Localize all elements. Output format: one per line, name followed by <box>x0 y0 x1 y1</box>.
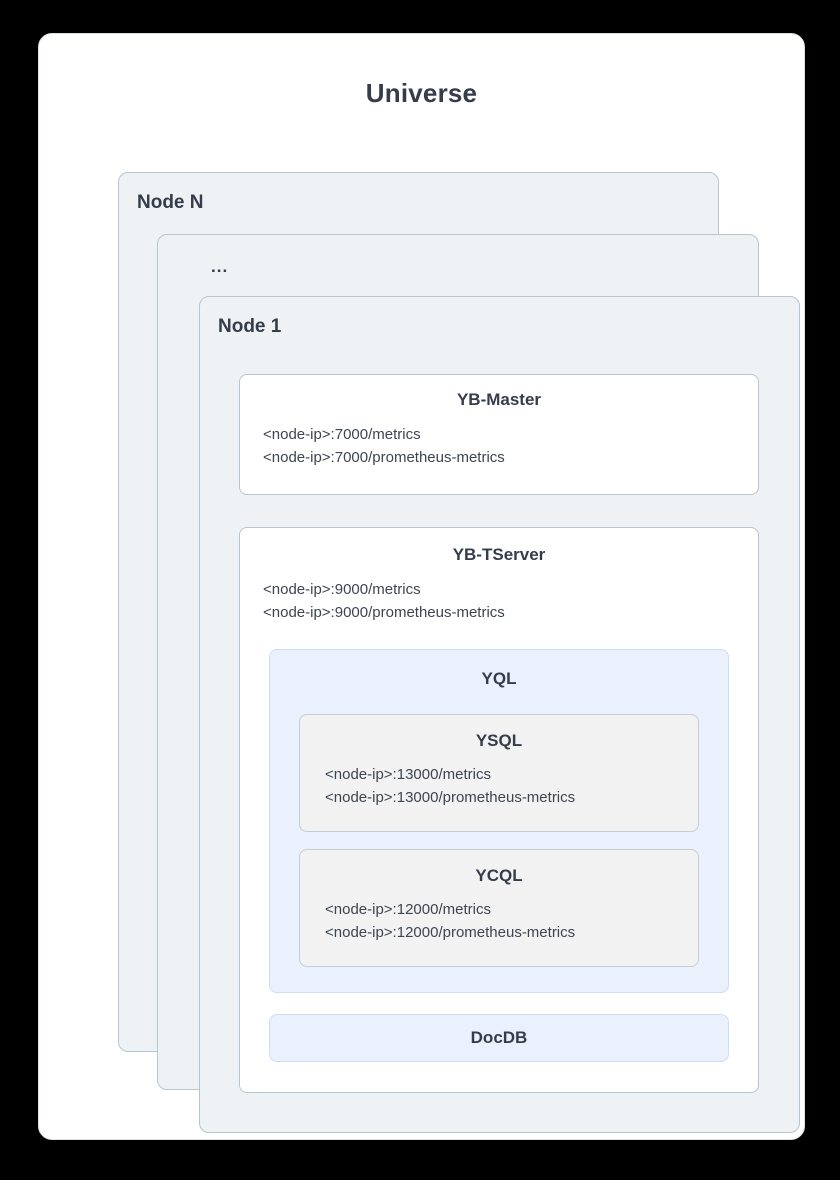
yb-tserver-title: YB-TServer <box>452 545 546 564</box>
yb-master-endpoints: <node-ip>:7000/metrics <node-ip>:7000/pr… <box>263 426 505 466</box>
ycql-endpoints: <node-ip>:12000/metrics <node-ip>:12000/… <box>325 901 576 941</box>
node-label-node-1: Node 1 <box>218 316 282 337</box>
ysql-endpoints: <node-ip>:13000/metrics <node-ip>:13000/… <box>325 766 576 806</box>
docdb-title: DocDB <box>470 1028 528 1047</box>
universe-card: Universe Node N ... Node 1 YB-Master <no… <box>38 33 805 1140</box>
yb-tserver-endpoints: <node-ip>:9000/metrics <node-ip>:9000/pr… <box>263 581 505 621</box>
node-label-ellipsis: ... <box>211 257 229 276</box>
yb-master-title: YB-Master <box>456 390 542 409</box>
ysql-title: YSQL <box>475 731 523 750</box>
node-label-node-n: Node N <box>137 192 204 213</box>
docdb-box: DocDB <box>269 1014 729 1062</box>
ycql-title: YCQL <box>475 866 523 885</box>
yql-title: YQL <box>481 669 517 688</box>
yb-master-box: YB-Master <node-ip>:7000/metrics <node-i… <box>239 374 759 495</box>
ycql-box: YCQL <node-ip>:12000/metrics <node-ip>:1… <box>299 849 699 967</box>
page-title: Universe <box>365 78 478 108</box>
ysql-box: YSQL <node-ip>:13000/metrics <node-ip>:1… <box>299 714 699 832</box>
